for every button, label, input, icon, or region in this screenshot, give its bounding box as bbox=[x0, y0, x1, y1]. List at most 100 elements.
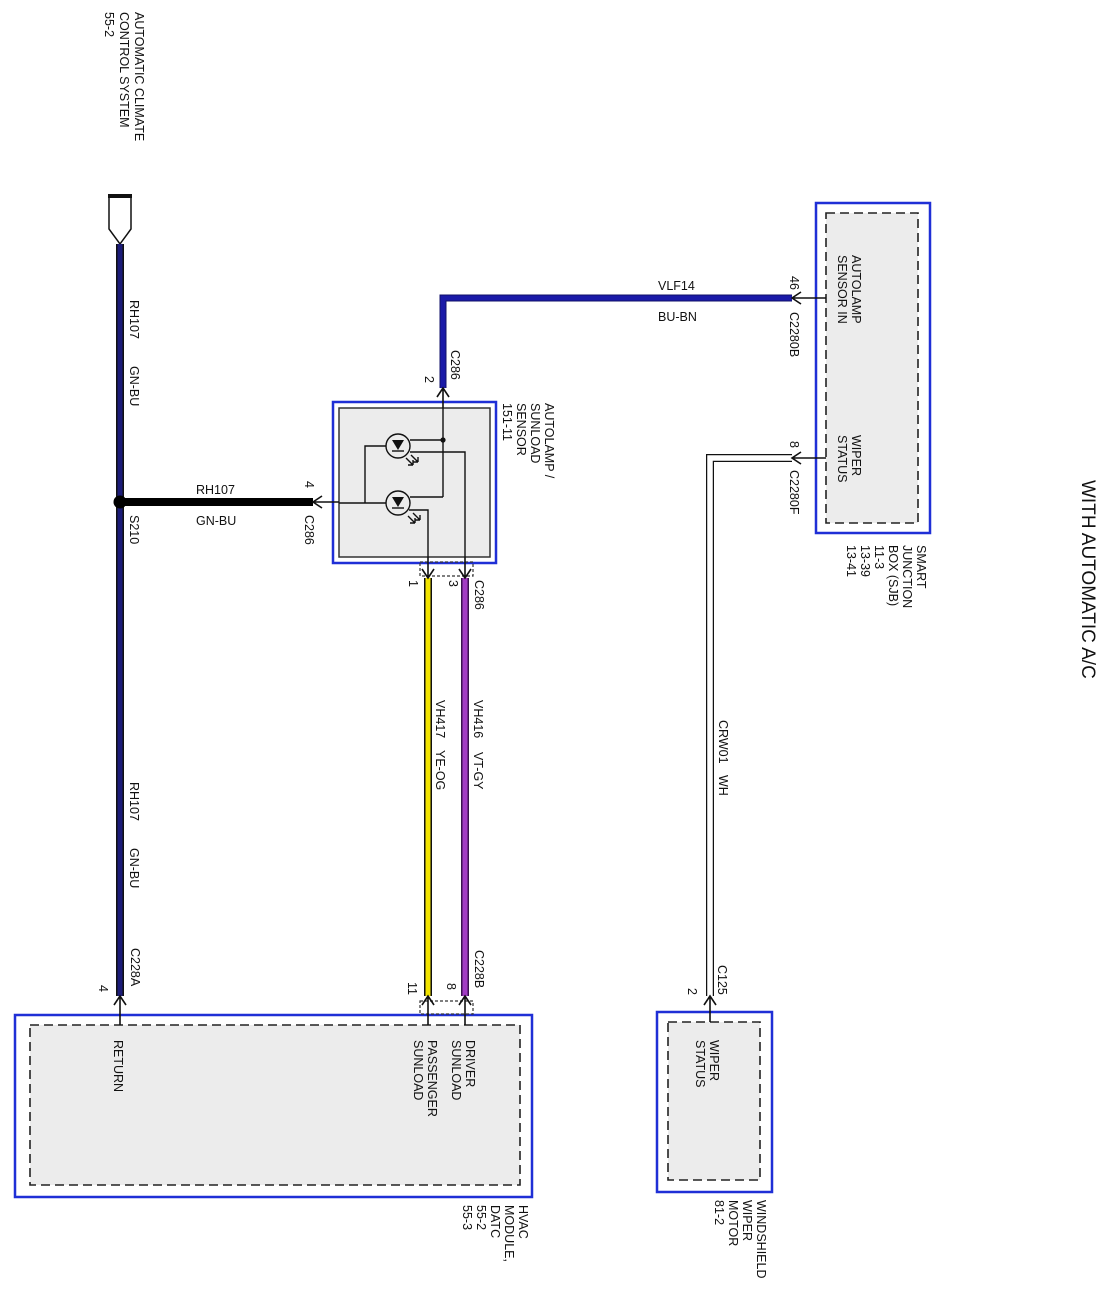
pin-number: 1 bbox=[406, 580, 420, 587]
terminal-symbol bbox=[790, 291, 826, 305]
wire-circuit-label: CRW01 bbox=[716, 720, 730, 764]
terminal-symbol bbox=[421, 994, 435, 1025]
terminal-symbol bbox=[311, 495, 339, 509]
sunload-sensor-body bbox=[338, 407, 491, 558]
pin-number: 8 bbox=[444, 983, 458, 990]
connector-c286-pin4: 4 C286 bbox=[302, 481, 339, 545]
component-label-line: 13-39 bbox=[858, 545, 872, 577]
wire-circuit-label: VH416 bbox=[471, 700, 485, 738]
component-label-line: 55-2 bbox=[474, 1205, 488, 1230]
pin-number: 11 bbox=[405, 982, 419, 995]
connector-c2280b: 46 C2280B bbox=[787, 276, 826, 357]
component-label-line: MODULE, bbox=[502, 1205, 516, 1262]
wire-circuit-label: RH107 bbox=[127, 300, 141, 339]
pin-function-label: SUNLOAD bbox=[411, 1040, 425, 1100]
photodiode-icon bbox=[385, 433, 419, 466]
hvac-module-body bbox=[29, 1024, 521, 1186]
component-label-line: AUTOLAMP / bbox=[542, 403, 556, 479]
component-label-line: 151-11 bbox=[500, 403, 514, 441]
component-label-line: WINDSHIELD bbox=[754, 1200, 768, 1278]
connector-pin-group-outline bbox=[419, 561, 474, 577]
diagram-title: WITH AUTOMATIC A/C bbox=[1077, 480, 1098, 679]
wiper-motor-outer-border bbox=[655, 1010, 774, 1194]
connector-pin-group-outline bbox=[419, 1000, 474, 1015]
page-connector-symbol bbox=[108, 195, 132, 246]
wire-color-label: YE-OG bbox=[433, 750, 447, 790]
component-label-line: CONTROL SYSTEM bbox=[117, 12, 131, 128]
terminal-symbol bbox=[113, 994, 127, 1025]
connector-c286-pins-1-3: 1 3 C286 bbox=[406, 557, 486, 610]
pin-function-label: AUTOLAMP bbox=[849, 255, 863, 324]
terminal-symbol bbox=[436, 386, 450, 408]
component-label-line: SMART bbox=[914, 545, 928, 589]
climate-control-system-reference: AUTOMATIC CLIMATE CONTROL SYSTEM 55-2 bbox=[102, 12, 146, 246]
connector-id: C228B bbox=[472, 950, 486, 988]
component-label-line: 13-41 bbox=[844, 545, 858, 577]
connector-c125: 2 C125 bbox=[685, 965, 729, 1022]
sensor-internal-wiring bbox=[339, 408, 466, 557]
wire-circuit-label: RH107 bbox=[127, 782, 141, 821]
pin-number: 2 bbox=[422, 376, 436, 383]
component-label-line: BOX (SJB) bbox=[886, 545, 900, 606]
component-label-line: 11-3 bbox=[872, 545, 886, 569]
terminal-symbol bbox=[790, 451, 826, 465]
pin-number: 3 bbox=[446, 580, 460, 587]
splice-dot bbox=[113, 495, 127, 509]
wire-circuit-label: VLF14 bbox=[658, 279, 695, 293]
pin-function-label: SUNLOAD bbox=[449, 1040, 463, 1100]
hvac-module-outer-border bbox=[13, 1013, 534, 1199]
component-label-line: SUNLOAD bbox=[528, 403, 542, 463]
component-label-line: MOTOR bbox=[726, 1200, 740, 1246]
connector-id: C228A bbox=[128, 948, 142, 987]
wire-color-label: WH bbox=[716, 775, 730, 796]
terminal-symbol bbox=[703, 994, 717, 1022]
hvac-module: RETURN PASSENGER SUNLOAD DRIVER SUNLOAD … bbox=[13, 1013, 534, 1262]
terminal-symbol bbox=[458, 557, 472, 580]
wire-vlf14: VLF14 BU-BN bbox=[439, 279, 792, 388]
splice-s210: S210 bbox=[113, 495, 141, 544]
component-label-line: HVAC bbox=[516, 1205, 530, 1239]
connector-c286-pin2: 2 C286 bbox=[422, 350, 462, 408]
component-label-line: 81-2 bbox=[712, 1200, 726, 1225]
pin-number: 4 bbox=[302, 481, 316, 488]
pin-function-label: SENSOR IN bbox=[835, 255, 849, 324]
pin-function-label: STATUS bbox=[835, 435, 849, 482]
wire-circuit-label: VH417 bbox=[433, 700, 447, 738]
wire-color-label: VT-GY bbox=[471, 752, 485, 790]
pin-function-label: STATUS bbox=[693, 1040, 707, 1087]
wire-core bbox=[707, 455, 792, 996]
smart-junction-box: AUTOLAMP SENSOR IN WIPER STATUS SMART JU… bbox=[814, 201, 932, 608]
terminal-symbol bbox=[458, 994, 472, 1025]
wire-color-label: GN-BU bbox=[127, 366, 141, 406]
pin-function-label: WIPER bbox=[849, 435, 863, 476]
component-label-line: DATC bbox=[488, 1205, 502, 1238]
terminal-symbol bbox=[421, 557, 435, 580]
sjb-body bbox=[825, 212, 919, 524]
connector-c228a: 4 C228A bbox=[96, 948, 142, 1025]
component-label-line: 55-3 bbox=[460, 1205, 474, 1230]
connector-id: C125 bbox=[715, 965, 729, 995]
sunload-sensor-outer-border bbox=[331, 400, 498, 565]
pin-number: 46 bbox=[787, 276, 801, 290]
splice-label: S210 bbox=[127, 515, 141, 544]
pin-number: 2 bbox=[685, 988, 699, 995]
wire-core bbox=[440, 295, 792, 388]
connector-id: C286 bbox=[302, 515, 316, 545]
photodiode-icon bbox=[385, 490, 421, 524]
component-label-line: AUTOMATIC CLIMATE bbox=[132, 12, 146, 141]
connector-id: C2280B bbox=[787, 312, 801, 357]
component-label-line: SENSOR bbox=[514, 403, 528, 456]
connector-id: C2280F bbox=[787, 470, 801, 515]
connector-id: C286 bbox=[472, 580, 486, 610]
pin-number: 8 bbox=[787, 441, 801, 448]
wiper-motor-body bbox=[667, 1021, 761, 1181]
connector-c228b: 11 8 C228B bbox=[405, 950, 486, 1025]
wire-vh417: VH417 YE-OG bbox=[424, 578, 447, 996]
wire-outline bbox=[439, 294, 792, 388]
wire-crw01: CRW01 WH bbox=[706, 454, 792, 996]
connector-c2280f: 8 C2280F bbox=[787, 441, 826, 515]
pin-function-label: DRIVER bbox=[463, 1040, 477, 1087]
pin-function-label: WIPER bbox=[707, 1040, 721, 1081]
wire-color-label: GN-BU bbox=[196, 514, 236, 528]
